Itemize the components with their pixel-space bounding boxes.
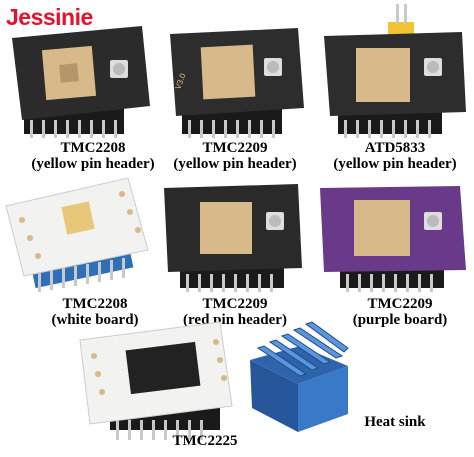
caption-line2: (purple board)	[352, 312, 448, 328]
caption-tmc2225: TMC2225	[150, 433, 260, 449]
driver-board-image	[12, 26, 150, 138]
caption-line2: (yellow pin header)	[333, 156, 457, 172]
caption-line1: ATD5833	[364, 140, 426, 156]
caption-line1: TMC2208	[62, 296, 128, 312]
heatsink-icon	[250, 321, 349, 432]
caption-line1: TMC2209	[202, 140, 268, 156]
caption-line2: (yellow pin header)	[31, 156, 155, 172]
module-tmc2209-yellow: V3.0	[160, 20, 308, 138]
caption-tmc2209-purple: TMC2209 (purple board)	[330, 296, 470, 328]
module-tmc2208-yellow	[2, 20, 154, 138]
module-tmc2209-red	[156, 176, 308, 294]
caption-line1: TMC2208	[60, 140, 126, 156]
caption-line2: (yellow pin header)	[173, 156, 297, 172]
driver-board-image: V3.0	[170, 28, 304, 138]
caption-line1: TMC2225	[172, 433, 238, 449]
module-tmc2225	[70, 320, 238, 440]
brand-logo: Jessinie	[6, 4, 93, 30]
caption-tmc2208-white: TMC2208 (white board)	[30, 296, 160, 328]
driver-board-image	[324, 4, 466, 138]
module-tmc2209-purple	[314, 176, 472, 294]
caption-tmc2209-yellow: TMC2209 (yellow pin header)	[160, 140, 310, 172]
driver-board-image	[320, 186, 466, 292]
driver-board-image	[164, 184, 302, 292]
caption-heatsink: Heat sink	[364, 414, 426, 430]
module-atd5833-yellow	[316, 4, 472, 138]
caption-line1: TMC2209	[202, 296, 268, 312]
driver-board-image	[5, 177, 149, 292]
module-tmc2208-white	[2, 176, 152, 294]
driver-board-image	[79, 321, 233, 440]
caption-line1: TMC2209	[367, 296, 433, 312]
caption-tmc2208-yellow: TMC2208 (yellow pin header)	[18, 140, 168, 172]
caption-atd5833-yellow: ATD5833 (yellow pin header)	[320, 140, 470, 172]
caption-line2: (white board)	[51, 312, 139, 328]
heatsink	[244, 316, 354, 436]
